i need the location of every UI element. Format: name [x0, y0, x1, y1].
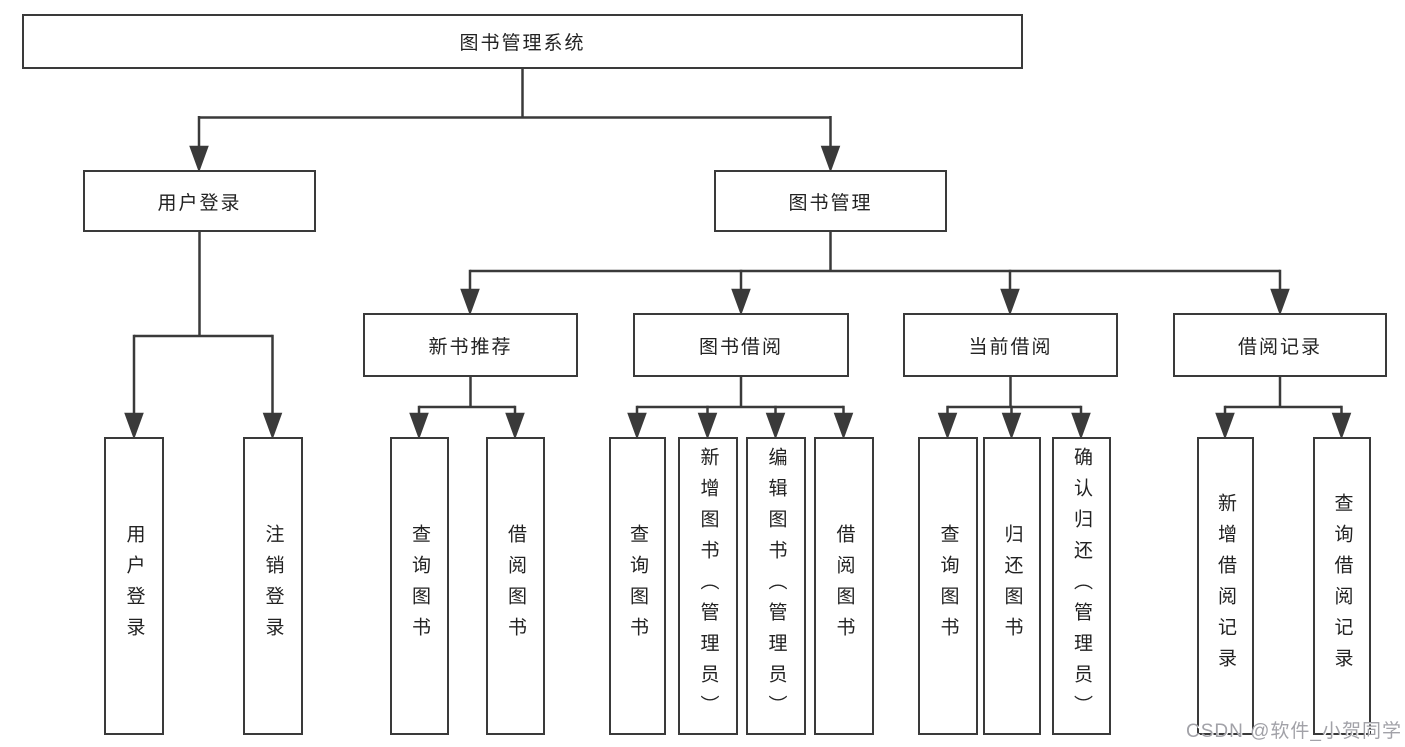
- leaf-query-borrow-record: 查询借阅记录: [1313, 437, 1371, 735]
- leaf-query-books-newbook: 查询图书: [390, 437, 449, 735]
- leaf-return-books: 归还图书: [983, 437, 1041, 735]
- leaf-add-books-admin: 新增图书（管理员）: [678, 437, 738, 735]
- leaf-borrow-books-newbook: 借阅图书: [486, 437, 545, 735]
- leaf-edit-books-admin: 编辑图书（管理员）: [746, 437, 806, 735]
- leaf-borrow-books-borrow: 借阅图书: [814, 437, 874, 735]
- leaf-query-books-current: 查询图书: [918, 437, 978, 735]
- node-book-management: 图书管理: [714, 170, 947, 232]
- node-borrow-records: 借阅记录: [1173, 313, 1387, 377]
- leaf-logout: 注销登录: [243, 437, 303, 735]
- leaf-user-login: 用户登录: [104, 437, 164, 735]
- leaf-confirm-return-admin: 确认归还（管理员）: [1052, 437, 1111, 735]
- leaf-add-borrow-record: 新增借阅记录: [1197, 437, 1254, 735]
- node-new-book-recommend: 新书推荐: [363, 313, 578, 377]
- node-user-login: 用户登录: [83, 170, 316, 232]
- node-root: 图书管理系统: [22, 14, 1023, 69]
- watermark: CSDN @软件_小贺同学: [1186, 721, 1402, 742]
- leaf-query-books-borrow: 查询图书: [609, 437, 666, 735]
- node-current-borrow: 当前借阅: [903, 313, 1118, 377]
- node-book-borrow: 图书借阅: [633, 313, 849, 377]
